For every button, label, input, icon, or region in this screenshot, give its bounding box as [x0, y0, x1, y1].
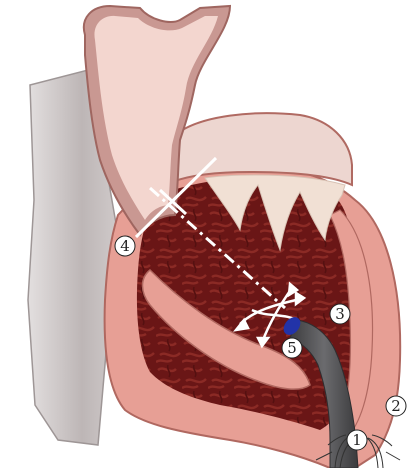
label-1: 1 — [352, 431, 362, 449]
label-3: 3 — [335, 305, 345, 323]
label-4: 4 — [120, 237, 130, 255]
label-5: 5 — [287, 339, 297, 357]
label-2: 2 — [391, 397, 401, 415]
